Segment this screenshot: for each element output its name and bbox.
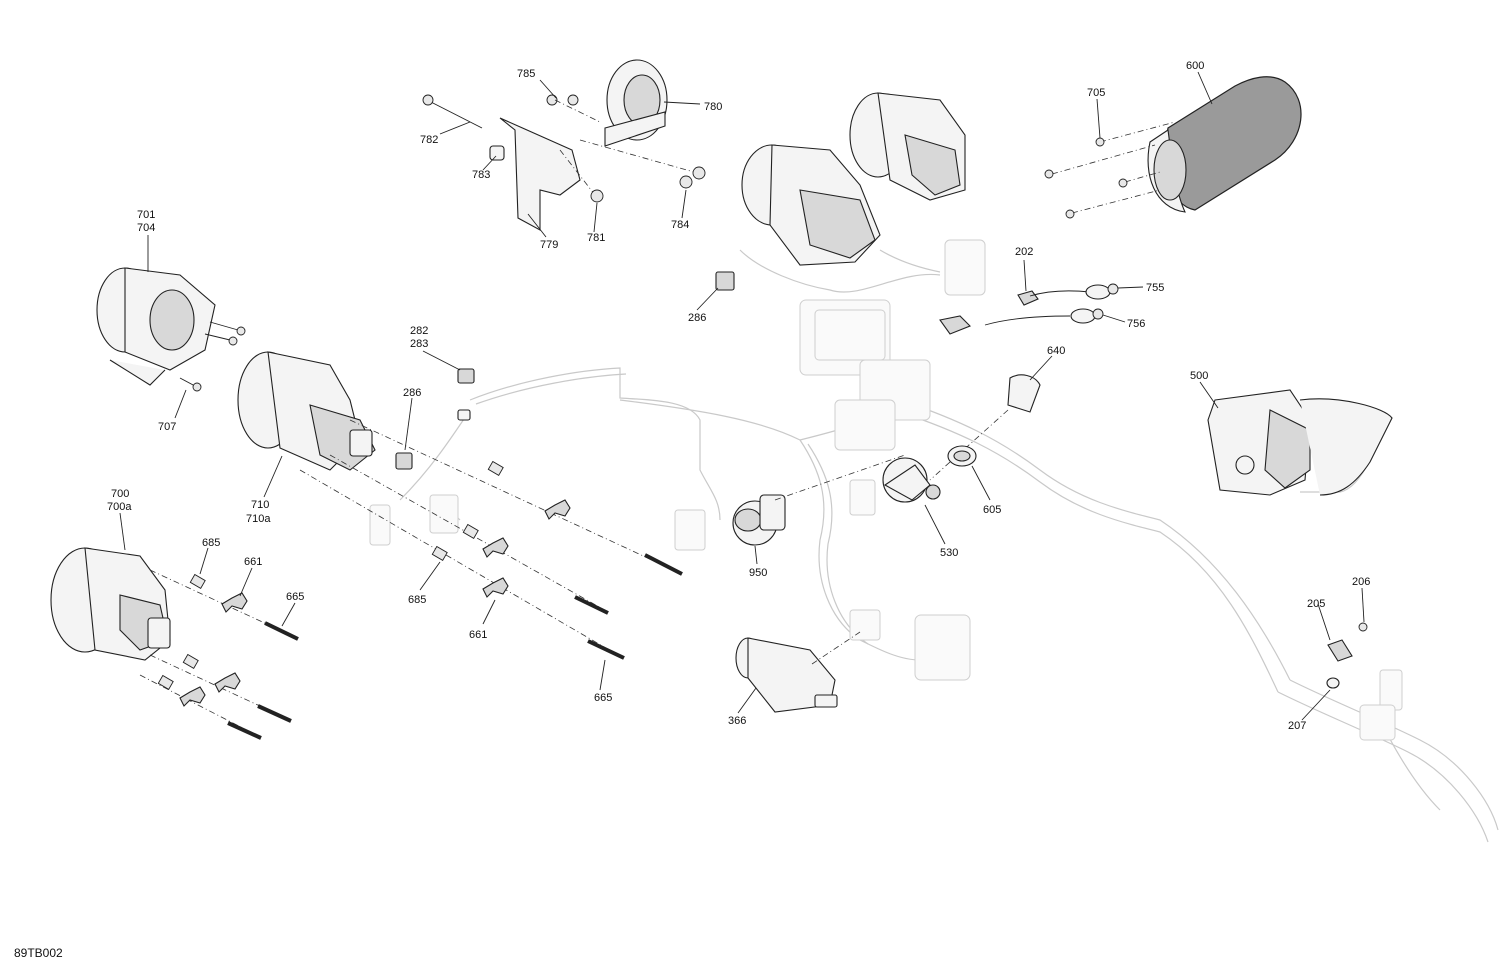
callout-205: 205 xyxy=(1307,598,1325,610)
callout-710a: 710a xyxy=(246,513,271,525)
callout-labels: 600 705 785 780 782 783 784 781 779 701 … xyxy=(107,60,1370,732)
screws-705-707 xyxy=(179,321,246,392)
callout-202: 202 xyxy=(1015,246,1033,258)
callout-640: 640 xyxy=(1047,345,1065,357)
bulbs-and-connectors xyxy=(929,283,1119,481)
callout-661-mid: 661 xyxy=(469,629,487,641)
callout-206: 206 xyxy=(1352,576,1370,588)
socket-950-530-605 xyxy=(732,445,977,546)
wiring-harness xyxy=(369,239,1499,843)
headlight-pair-top xyxy=(741,92,966,266)
callout-784: 784 xyxy=(671,219,689,231)
cover-600 xyxy=(1044,76,1302,219)
callout-665-mid: 665 xyxy=(594,692,612,704)
callout-286-mid: 286 xyxy=(403,387,421,399)
callout-700a: 700a xyxy=(107,501,132,513)
callout-780: 780 xyxy=(704,101,722,113)
callout-500: 500 xyxy=(1190,370,1208,382)
headlight-710 xyxy=(237,351,376,471)
horn-bracket-group xyxy=(422,59,706,231)
leader-lines xyxy=(119,71,1365,721)
callout-700: 700 xyxy=(111,488,129,500)
clips-282-286 xyxy=(395,271,735,470)
callout-756: 756 xyxy=(1127,318,1145,330)
callout-366: 366 xyxy=(728,715,746,727)
callout-207: 207 xyxy=(1288,720,1306,732)
callout-783: 783 xyxy=(472,169,490,181)
callout-950: 950 xyxy=(749,567,767,579)
fasteners-685-661-665 xyxy=(139,419,683,740)
callout-707: 707 xyxy=(158,421,176,433)
callout-705: 705 xyxy=(1087,87,1105,99)
headlight-housing-701 xyxy=(96,267,216,386)
callout-782: 782 xyxy=(420,134,438,146)
callout-710: 710 xyxy=(251,499,269,511)
callout-701: 701 xyxy=(137,209,155,221)
callout-661-left: 661 xyxy=(244,556,262,568)
callout-665-left: 665 xyxy=(286,591,304,603)
bracket-205-206-207 xyxy=(1326,622,1368,689)
callout-685-left: 685 xyxy=(202,537,220,549)
connector-366 xyxy=(735,631,861,713)
switch-500 xyxy=(1207,389,1393,496)
callout-781: 781 xyxy=(587,232,605,244)
callout-605: 605 xyxy=(983,504,1001,516)
callout-282: 282 xyxy=(410,325,428,337)
callout-283: 283 xyxy=(410,338,428,350)
callout-286-top: 286 xyxy=(688,312,706,324)
callout-685-mid: 685 xyxy=(408,594,426,606)
callout-785: 785 xyxy=(517,68,535,80)
callout-704: 704 xyxy=(137,222,155,234)
callout-755: 755 xyxy=(1146,282,1164,294)
diagram-reference-code: 89TB002 xyxy=(14,946,63,960)
callout-600: 600 xyxy=(1186,60,1204,72)
headlight-700 xyxy=(50,547,171,661)
callout-530: 530 xyxy=(940,547,958,559)
callout-779: 779 xyxy=(540,239,558,251)
